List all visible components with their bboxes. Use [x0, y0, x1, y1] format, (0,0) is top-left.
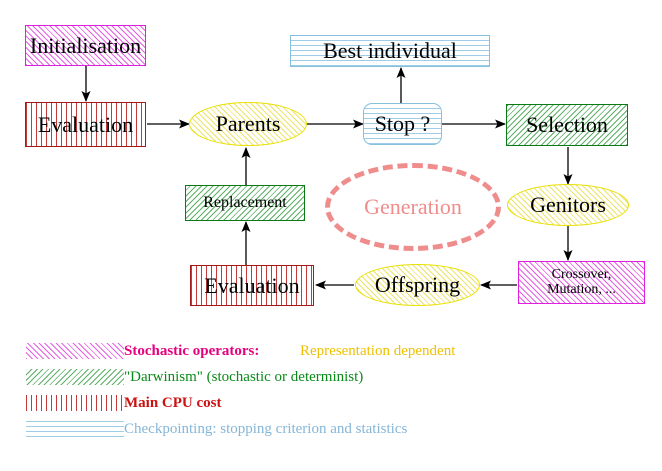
legend-row: Main CPU cost — [0, 390, 662, 416]
node-selection[interactable]: Selection — [506, 104, 628, 146]
legend-swatch-green-hatch — [26, 369, 124, 385]
node-crossover-label-line2: Mutation, ... — [547, 281, 616, 297]
node-genitors[interactable]: Genitors — [507, 184, 629, 226]
legend-label-darwinism: "Darwinism" (stochastic or determinist) — [124, 368, 364, 385]
legend-label-representation-dependent: Representation dependent — [300, 342, 456, 359]
legend-swatch-blue-horizontal-hatch — [26, 421, 124, 437]
legend-label-main-cpu-cost: Main CPU cost — [124, 394, 222, 411]
legend-label-checkpointing: Checkpointing: stopping criterion and st… — [124, 420, 408, 437]
node-stop[interactable]: Stop ? — [363, 103, 442, 145]
legend: Stochastic operators: Representation dep… — [0, 338, 662, 442]
node-stop-label: Stop ? — [374, 111, 431, 137]
legend-swatch-magenta-hatch — [26, 343, 124, 359]
node-generation-label: Generation — [364, 194, 462, 219]
node-evaluation-top-label: Evaluation — [37, 111, 134, 137]
node-best-individual[interactable]: Best individual — [290, 35, 490, 67]
node-genitors-label: Genitors — [530, 192, 606, 218]
node-initialisation-label: Initialisation — [29, 32, 142, 58]
node-crossover-label-line1: Crossover, — [551, 266, 612, 282]
legend-swatch-red-vertical-hatch — [26, 395, 124, 411]
node-offspring-label: Offspring — [374, 272, 461, 298]
node-offspring[interactable]: Offspring — [355, 264, 480, 306]
node-initialisation[interactable]: Initialisation — [25, 25, 146, 66]
node-replacement[interactable]: Replacement — [185, 185, 305, 221]
node-replacement-label: Replacement — [203, 193, 287, 211]
node-evaluation-top[interactable]: Evaluation — [25, 102, 146, 147]
node-generation-boundary: Generation — [325, 163, 501, 251]
node-evaluation-bottom[interactable]: Evaluation — [190, 265, 314, 306]
node-parents-label: Parents — [215, 111, 281, 137]
legend-label-stochastic-operators: Stochastic operators: — [124, 342, 260, 359]
node-evaluation-bottom-label: Evaluation — [204, 272, 300, 298]
node-best-individual-label: Best individual — [323, 38, 457, 64]
node-crossover-mutation[interactable]: Crossover, Mutation, ... — [518, 261, 645, 304]
legend-row: Stochastic operators: Representation dep… — [0, 338, 662, 364]
node-parents[interactable]: Parents — [189, 102, 307, 146]
legend-row: Checkpointing: stopping criterion and st… — [0, 416, 662, 442]
node-selection-label: Selection — [526, 112, 608, 138]
legend-row: "Darwinism" (stochastic or determinist) — [0, 364, 662, 390]
